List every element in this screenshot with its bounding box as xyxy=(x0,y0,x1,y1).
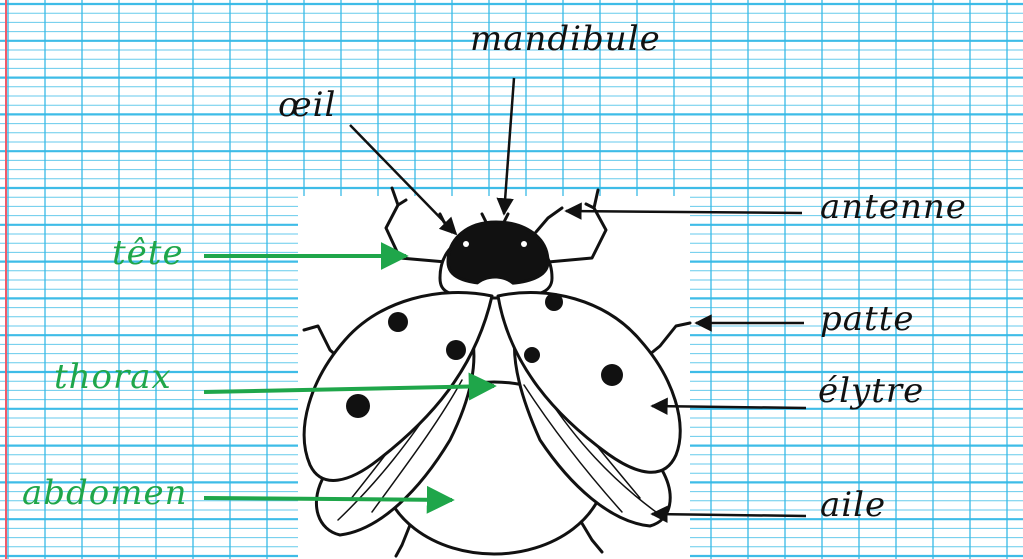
label-aile: aile xyxy=(820,488,886,522)
label-thorax: thorax xyxy=(54,360,172,394)
abdomen-arrow xyxy=(204,498,452,500)
label-antenne: antenne xyxy=(820,190,967,224)
label-abdomen: abdomen xyxy=(22,476,188,510)
eye-highlight-left xyxy=(463,241,469,247)
mandibule-arrow xyxy=(504,78,514,214)
eye-highlight-right xyxy=(521,241,527,247)
label-tete: tête xyxy=(112,236,184,270)
head-shape xyxy=(448,222,548,284)
label-mandibule: mandibule xyxy=(470,22,661,56)
label-elytre: élytre xyxy=(818,374,924,408)
label-patte: patte xyxy=(820,302,914,336)
label-oeil: œil xyxy=(278,88,336,122)
